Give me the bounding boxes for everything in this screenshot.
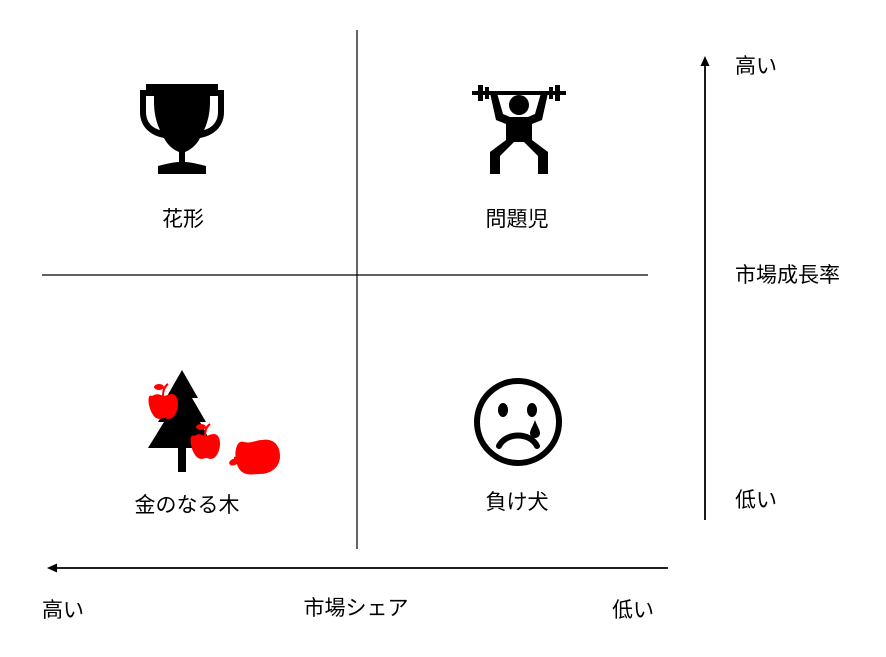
x-axis-high-label: 高い bbox=[42, 598, 84, 622]
weightlifter-icon bbox=[472, 85, 566, 174]
y-axis-high-label: 高い bbox=[735, 54, 777, 78]
y-axis-title: 市場成長率 bbox=[735, 263, 840, 287]
y-axis-arrowhead bbox=[700, 56, 710, 66]
apple-icon bbox=[190, 423, 220, 459]
crying-face-icon bbox=[474, 378, 562, 466]
quadrant-label-star: 花形 bbox=[162, 207, 204, 231]
apple-icon bbox=[229, 439, 280, 475]
tear-icon bbox=[530, 420, 540, 438]
x-axis-low-label: 低い bbox=[612, 598, 654, 622]
trophy-icon bbox=[140, 84, 224, 174]
x-axis-title: 市場シェア bbox=[303, 596, 409, 620]
quadrant-label-cash-cow: 金のなる木 bbox=[134, 493, 240, 517]
x-axis-arrowhead bbox=[47, 563, 57, 573]
quadrant-label-dog: 負け犬 bbox=[485, 490, 549, 514]
quadrant-label-problem-child: 問題児 bbox=[485, 207, 549, 231]
apple-tree-icon bbox=[148, 370, 280, 475]
apple-icon bbox=[148, 383, 178, 419]
y-axis-low-label: 低い bbox=[735, 488, 777, 512]
